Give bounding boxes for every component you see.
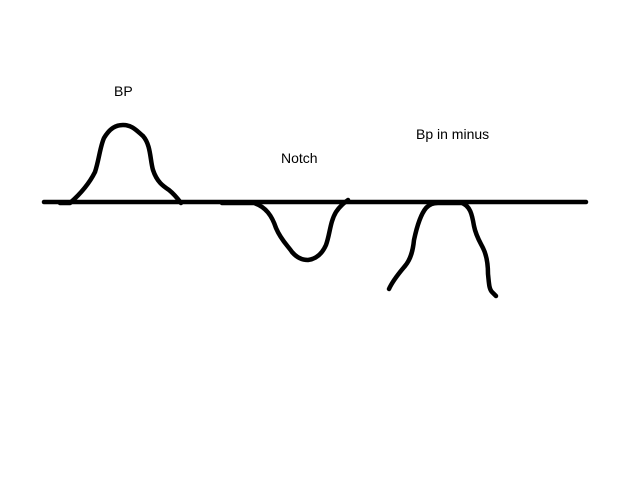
bp-label: BP bbox=[114, 83, 133, 99]
notch-curve bbox=[219, 197, 351, 263]
bp-in-minus-curve bbox=[386, 200, 499, 299]
notch-label: Notch bbox=[281, 150, 318, 166]
bp-curve bbox=[57, 122, 184, 206]
bp-in-minus-label: Bp in minus bbox=[416, 126, 490, 142]
